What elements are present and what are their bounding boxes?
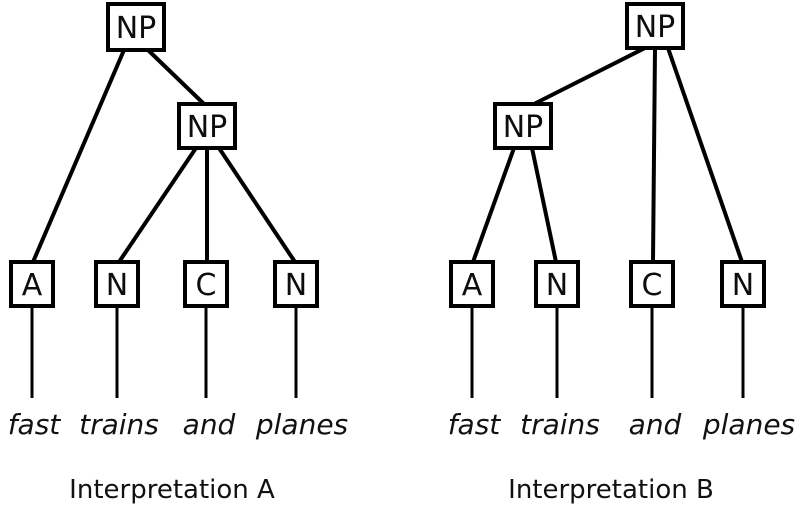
terminal-word-a-word-planes: planes [255, 408, 348, 441]
terminal-word-a-word-fast: fast [8, 408, 62, 441]
node-box-b-pos-c[interactable] [629, 260, 675, 308]
node-label-a-np-root: NP [116, 11, 157, 46]
caption-interpretation-a: Interpretation A [69, 475, 275, 505]
terminal-word-b-word-fast: fast [448, 408, 502, 441]
node-label-b-np-inner: NP [503, 110, 544, 145]
node-box-b-pos-a[interactable] [449, 260, 495, 308]
tree-branch-b-np-root-to-b-pos-n2 [666, 47, 744, 263]
node-label-b-pos-a: A [462, 268, 483, 303]
node-box-a-pos-a[interactable] [9, 260, 55, 308]
node-label-a-pos-a: A [22, 268, 43, 303]
tree-branch-b-np-inner-to-b-pos-n1 [530, 147, 558, 263]
node-label-b-pos-n2: N [732, 268, 754, 303]
node-box-b-pos-n1[interactable] [534, 260, 580, 308]
node-box-a-np-inner[interactable] [177, 102, 237, 150]
terminal-word-b-word-trains: trains [520, 408, 600, 441]
node-box-b-pos-n2[interactable] [720, 260, 766, 308]
node-label-a-pos-n2: N [285, 268, 307, 303]
node-box-a-pos-n2[interactable] [273, 260, 319, 308]
tree-branch-a-np-inner-to-a-pos-n1 [117, 146, 198, 264]
node-label-a-pos-c: C [196, 268, 217, 303]
node-box-a-pos-n1[interactable] [94, 260, 140, 308]
terminal-word-b-word-planes: planes [702, 408, 795, 441]
tree-branch-b-np-inner-to-b-pos-a [471, 147, 516, 263]
node-box-b-np-root[interactable] [625, 2, 685, 50]
node-label-a-np-inner: NP [187, 110, 228, 145]
node-box-b-np-inner[interactable] [493, 102, 553, 150]
terminal-word-a-word-trains: trains [79, 408, 159, 441]
node-box-a-pos-c[interactable] [183, 260, 229, 308]
node-label-b-pos-c: C [642, 268, 663, 303]
caption-interpretation-b: Interpretation B [508, 475, 714, 505]
node-label-b-pos-n1: N [546, 268, 568, 303]
tree-branch-a-np-root-to-a-np-inner [146, 48, 206, 106]
node-box-a-np-root[interactable] [106, 2, 166, 52]
tree-branch-b-np-root-to-b-pos-c [651, 47, 657, 263]
node-label-b-np-root: NP [635, 10, 676, 45]
tree-branch-a-np-root-to-a-pos-a [31, 49, 126, 263]
terminal-word-a-word-and: and [183, 408, 236, 441]
node-label-a-pos-n1: N [106, 268, 128, 303]
tree-branch-b-np-root-to-b-np-inner [533, 46, 646, 106]
tree-branch-a-np-inner-to-a-pos-n2 [217, 146, 297, 264]
terminal-word-b-word-and: and [629, 408, 682, 441]
